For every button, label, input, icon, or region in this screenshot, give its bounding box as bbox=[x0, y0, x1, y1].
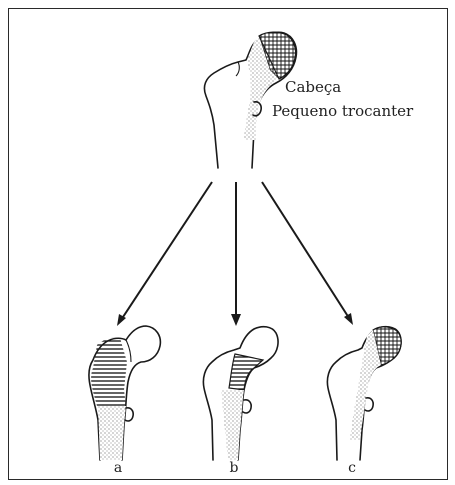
subfigure-label-c: c bbox=[348, 460, 356, 476]
label-head: Cabeça bbox=[285, 78, 341, 96]
femur-a bbox=[89, 326, 160, 460]
femur-b bbox=[203, 327, 278, 460]
femur-c bbox=[327, 327, 401, 460]
femur-top bbox=[204, 32, 296, 168]
arrows bbox=[117, 182, 353, 326]
subfigure-label-a: a bbox=[114, 460, 122, 476]
label-lesser-trochanter: Pequeno trocanter bbox=[272, 102, 414, 120]
subfigure-label-b: b bbox=[230, 460, 239, 476]
